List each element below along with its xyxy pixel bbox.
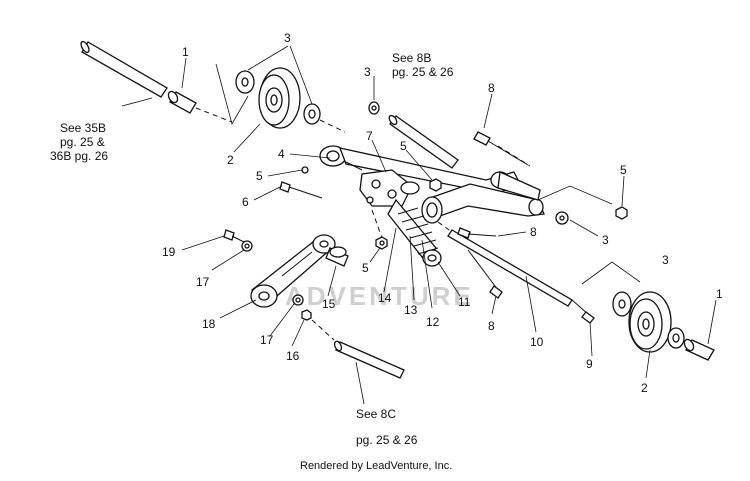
spacer-bushing-left [167,90,197,114]
callout-16: 16 [286,349,300,363]
washer-upper-left-2 [303,103,321,125]
callout-2-lower: 2 [641,381,648,395]
ref-8c-line-1: See 8C [356,407,396,421]
ref-35b-line-1: See 35B [60,121,106,135]
callout-5-right: 5 [620,163,627,177]
callout-7: 7 [366,129,373,143]
callout-4: 4 [278,147,285,161]
callout-17-lower: 17 [260,333,274,347]
callout-9: 9 [586,357,593,371]
idler-wheel-upper [258,67,301,129]
ref-8c-line-2: pg. 25 & 26 [356,433,418,447]
bolt-6 [279,181,323,199]
ref-35b-line-3: 36B pg. 26 [50,149,108,163]
callout-6: 6 [242,195,249,209]
callout-3-lower-right: 3 [662,253,669,267]
rear-arm-frame [319,145,545,224]
cross-shaft-upper [388,114,459,169]
watermark: ADVENTURE [285,281,474,311]
callout-3-upper-mid: 3 [364,65,371,79]
reference-see-8c: See 8C pg. 25 & 26 [356,407,418,447]
idler-wheel-lower [628,291,672,353]
callout-18: 18 [202,317,216,331]
footer-credit: Rendered by LeadVenture, Inc. [300,460,452,472]
callout-3-upper-left: 3 [284,31,291,45]
callout-8-middle: 8 [530,225,537,239]
nut-5-far-right [615,206,628,220]
callout-5-center: 5 [362,261,369,275]
bolt-9 [571,299,595,324]
washer-17-upper [241,240,253,252]
callout-12: 12 [426,315,440,329]
long-shaft-10 [437,221,573,307]
reference-see-35b: See 35B pg. 25 & 36B pg. 26 [50,121,108,163]
callout-14: 14 [378,291,392,305]
callout-8-lower: 8 [488,319,495,333]
nut-5-right [429,178,442,192]
reference-see-8b: See 8B pg. 25 & 26 [392,51,454,79]
callout-13: 13 [404,303,418,317]
bolt-19 [223,229,245,243]
spacer-bushing-right [683,338,715,361]
shock-absorber [387,181,442,267]
washer-3-upper [368,101,380,115]
washer-upper-left-1 [235,70,255,94]
callout-5-upper: 5 [400,139,407,153]
washer-lower-right-1 [612,291,632,317]
callout-19: 19 [162,245,176,259]
callout-8-upper: 8 [488,81,495,95]
axle-shaft-left [80,40,168,98]
bolt-8-lower [467,249,503,299]
washer-3-right [555,211,569,225]
callout-11: 11 [458,295,471,309]
ref-8b-line-2: pg. 25 & 26 [392,65,454,79]
washer-17-lower [292,294,304,306]
washer-lower-right-2 [667,327,685,349]
callout-3-right: 3 [602,233,609,247]
nut-5-left [301,166,309,174]
callout-1-lower: 1 [716,287,723,301]
nut-16 [301,309,312,321]
callout-15: 15 [322,297,336,311]
ref-8b-line-1: See 8B [392,51,431,65]
bolt-8-upper [473,131,531,167]
link-arm-18 [250,234,336,308]
nut-5-center [375,236,388,250]
pivot-bracket [359,169,413,207]
ref-35b-line-2: pg. 25 & [60,135,105,149]
callout-1-upper: 1 [182,45,189,59]
callout-2-upper: 2 [227,153,234,167]
cross-shaft-lower [333,340,405,379]
callout-10: 10 [530,335,544,349]
bushing-15 [325,246,349,267]
callout-17-upper: 17 [196,275,210,289]
callout-5-left: 5 [256,169,263,183]
bolt-8-middle [457,227,497,239]
